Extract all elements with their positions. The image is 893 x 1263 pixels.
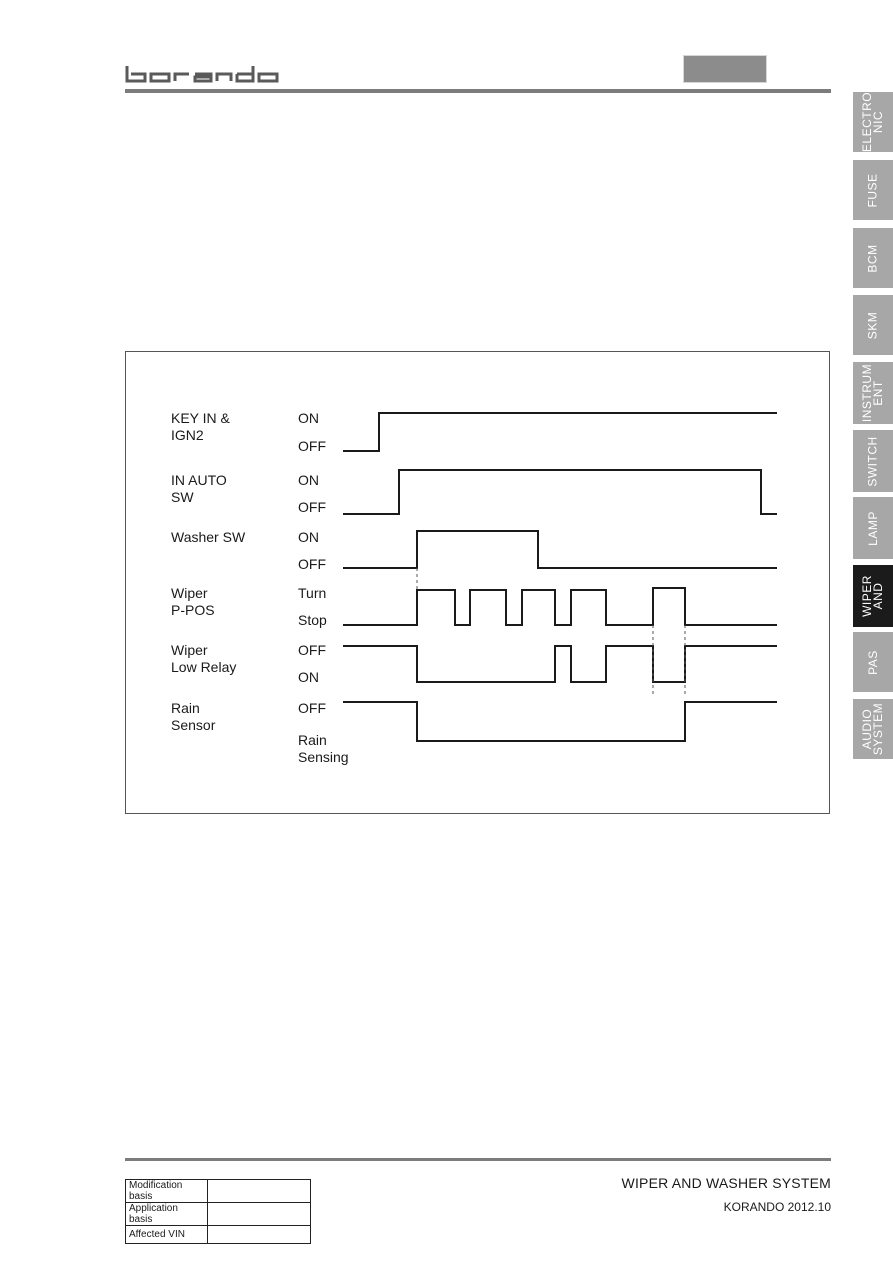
footer-title: WIPER AND WASHER SYSTEM: [621, 1175, 831, 1191]
signal-state-label: OFF: [298, 700, 326, 716]
signal-name: Sensor: [171, 717, 216, 733]
table-label: Affected VIN: [125, 1225, 208, 1244]
table-value: [207, 1202, 311, 1226]
side-tab-label: ELECTRO NIC: [860, 91, 885, 153]
footer-divider: [125, 1158, 831, 1161]
table-label: Application basis: [125, 1202, 208, 1226]
signal-name: SW: [171, 489, 194, 505]
table-row: Modification basis: [125, 1179, 311, 1203]
side-tab-label: FUSE: [865, 172, 880, 208]
signal-state-label: ON: [298, 669, 319, 685]
signal-name: Rain: [171, 700, 200, 716]
signal-state-label: Stop: [298, 612, 327, 628]
side-tab-skm[interactable]: SKM: [853, 295, 893, 355]
trace-washer-sw: [343, 530, 777, 569]
side-tab-label: AUDIO SYSTEM: [860, 702, 885, 756]
signal-name: Wiper: [171, 642, 208, 658]
korando-logo-icon: [125, 66, 279, 83]
side-tab-label: INSTRUM ENT: [860, 363, 886, 423]
header-divider: [125, 89, 831, 93]
side-tab-label: PAS: [865, 649, 880, 675]
trace-auto-sw: [343, 469, 777, 515]
trace-wiper-ppos: [343, 587, 777, 626]
signal-state-label: OFF: [298, 438, 326, 454]
side-tab-wiperand[interactable]: WIPER AND: [853, 565, 893, 627]
trace-key-ign2: [343, 412, 777, 452]
side-tab-label: LAMP: [865, 510, 880, 546]
signal-state-label: ON: [298, 472, 319, 488]
side-tab-instrument[interactable]: INSTRUM ENT: [853, 362, 893, 424]
side-tab-switch[interactable]: SWITCH: [853, 430, 893, 492]
side-tab-fuse[interactable]: FUSE: [853, 160, 893, 220]
signal-name: Wiper: [171, 585, 208, 601]
signal-state-label: OFF: [298, 556, 326, 572]
side-tab-label: BCM: [865, 243, 880, 273]
trace-rain-sensor: [343, 701, 777, 742]
header-tab-box: [683, 55, 767, 83]
side-tab-electronic[interactable]: ELECTRO NIC: [853, 92, 893, 152]
table-row: Affected VIN: [125, 1225, 311, 1244]
table-value: [207, 1225, 311, 1244]
side-tab-bcm[interactable]: BCM: [853, 228, 893, 288]
signal-state-label: ON: [298, 529, 319, 545]
signal-name: IN AUTO: [171, 472, 227, 488]
side-tab-pas[interactable]: PAS: [853, 632, 893, 692]
side-tab-lamp[interactable]: LAMP: [853, 497, 893, 559]
signal-state-label: Turn: [298, 585, 326, 601]
side-tab-label: SKM: [865, 311, 880, 339]
signal-name: KEY IN &: [171, 410, 231, 426]
signal-name: IGN2: [171, 427, 204, 443]
trace-wiper-low-relay: [343, 645, 777, 683]
signal-name: P-POS: [171, 602, 215, 618]
signal-state-label: ON: [298, 410, 319, 426]
table-row: Application basis: [125, 1202, 311, 1226]
signal-state-label: Rain: [298, 732, 327, 748]
table-label: Modification basis: [125, 1179, 208, 1203]
side-tab-label: WIPER AND: [860, 575, 885, 617]
footer-model-date: KORANDO 2012.10: [723, 1200, 831, 1214]
signal-state-label: OFF: [298, 499, 326, 515]
signal-state-label: OFF: [298, 642, 326, 658]
signal-name: Washer SW: [171, 529, 246, 545]
side-tab-label: SWITCH: [865, 435, 880, 487]
signal-name: Low Relay: [171, 659, 236, 675]
signal-state-label: Sensing: [298, 749, 349, 765]
modification-table: Modification basis Application basis Aff…: [125, 1179, 311, 1244]
side-tab-audiosystem[interactable]: AUDIO SYSTEM: [853, 699, 893, 759]
table-value: [207, 1179, 311, 1203]
